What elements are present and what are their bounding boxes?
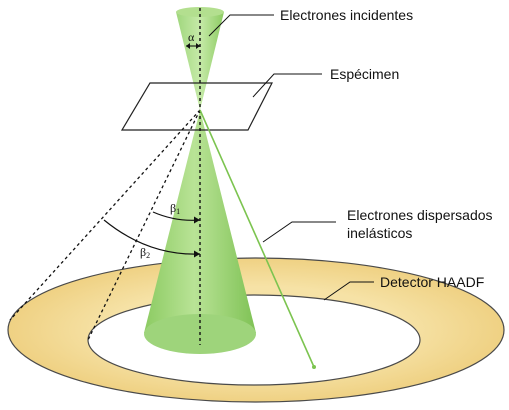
beta2-symbol: β2 [140, 245, 150, 260]
specimen-leader [252, 73, 322, 98]
detector-label: Detector HAADF [380, 274, 484, 290]
incident-beam-cone [176, 12, 224, 110]
alpha-arrowhead-left [186, 43, 190, 49]
scattered-electron-line [199, 109, 315, 368]
beta1-symbol: β1 [170, 201, 180, 216]
scattered-electrons-label-line2: inelásticos [347, 225, 412, 241]
specimen-plane [120, 82, 273, 131]
incident-electrons-label: Electrones incidentes [280, 7, 413, 23]
alpha-symbol: α [188, 30, 195, 44]
alpha-arrowhead-right [196, 43, 200, 49]
incident-leader [208, 14, 274, 37]
scattered-beam-cone [144, 110, 256, 333]
inner-angle-line [87, 109, 201, 341]
beta1-arrowhead [194, 216, 200, 224]
beta2-arc [103, 219, 201, 255]
incident-beam-top [176, 7, 224, 17]
beta2-arrowhead [194, 250, 200, 258]
detector-leader [323, 281, 374, 301]
scattered-electrons-label-line1: Electrones dispersados [347, 207, 493, 223]
specimen-label: Espécimen [330, 66, 399, 82]
scattered-electron-endpoint [312, 365, 316, 369]
scattered-leader [262, 221, 336, 243]
outer-angle-line [9, 109, 201, 321]
